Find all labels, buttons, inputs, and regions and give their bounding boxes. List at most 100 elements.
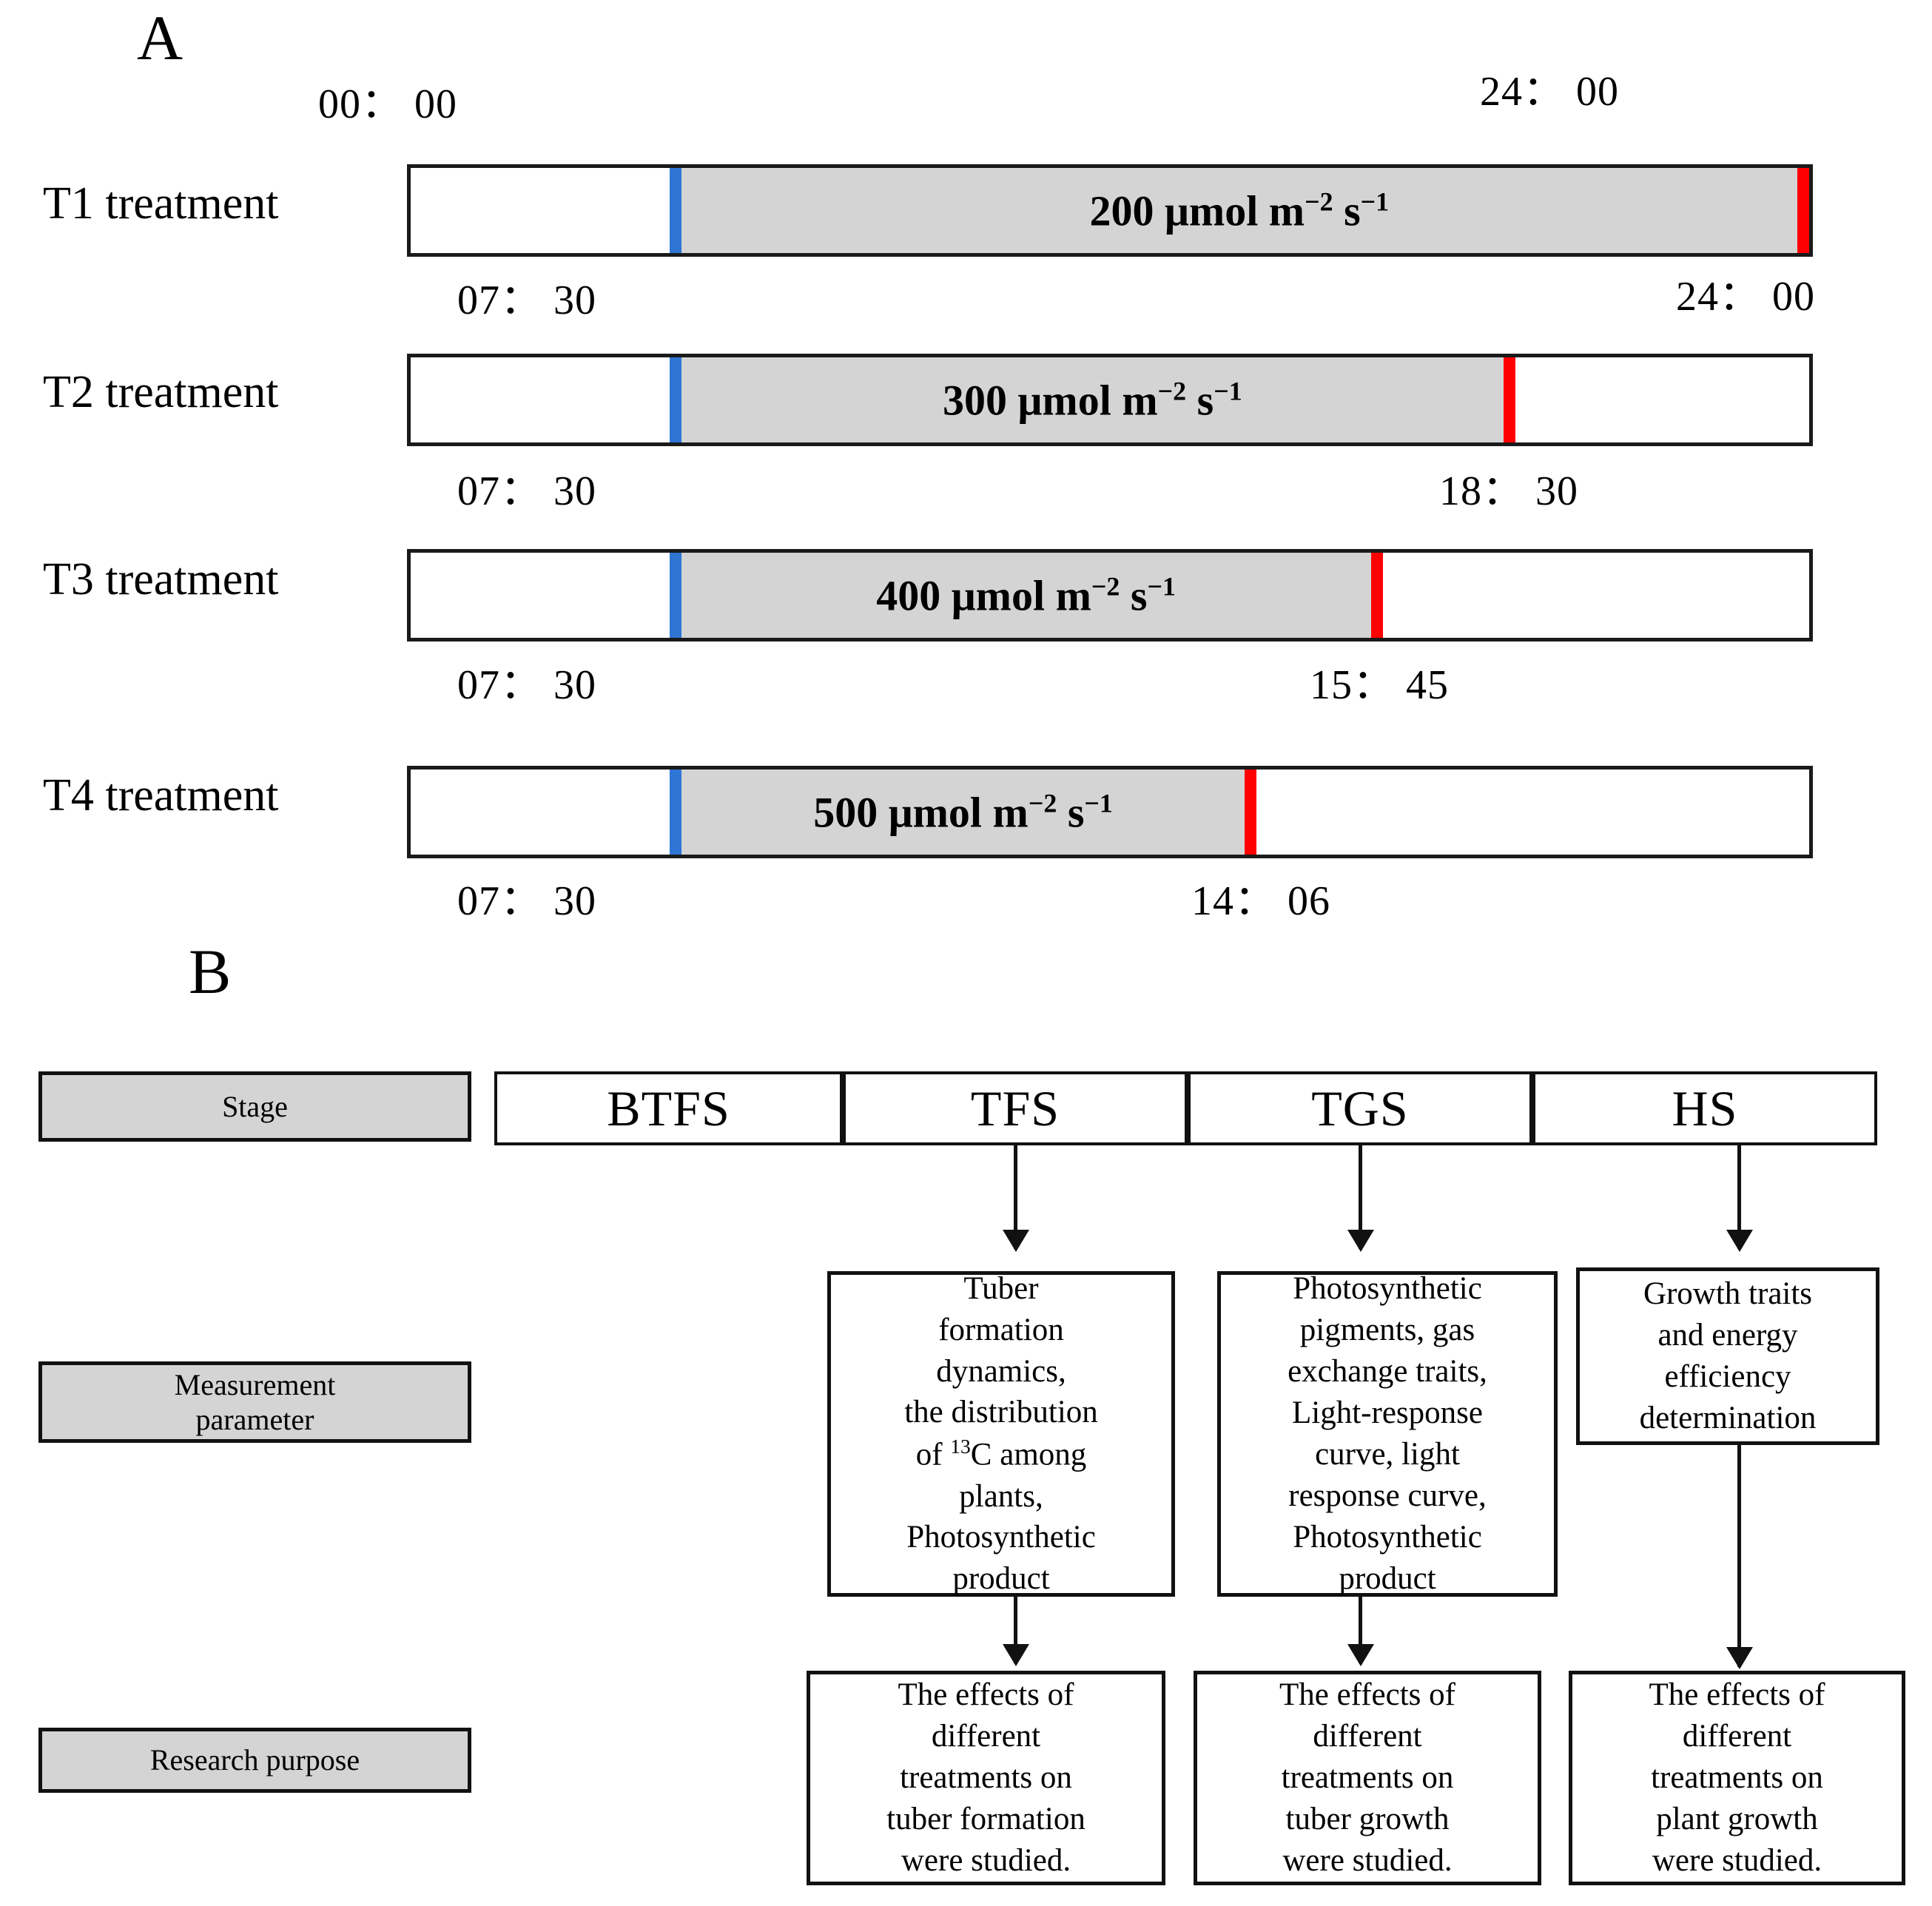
arrow-head-measurement-to-purpose-hs (1726, 1647, 1753, 1669)
light-on-marker-t2 (669, 357, 681, 442)
arrow-head-measurement-to-purpose-tgs (1347, 1644, 1374, 1666)
treatment-bar-t4: 500 μmol m−2 s−1 (407, 766, 1813, 858)
measurement-tfs-line1: Tuber (963, 1270, 1039, 1306)
arrow-head-measurement-to-purpose-tfs (1003, 1644, 1029, 1666)
measurement-tfs-isotope-sup: 13 (950, 1435, 971, 1458)
measurement-tfs-line5-pre: of (915, 1437, 951, 1472)
intensity-sup1-t3: −2 (1091, 570, 1120, 601)
stage-cell-tfs[interactable]: TFS (843, 1071, 1188, 1145)
purpose-tfs-line2: different (931, 1719, 1041, 1754)
row-label-measurement: Measurement parameter (38, 1361, 471, 1443)
treatment-bar-fill-t4 (669, 770, 1257, 855)
light-off-marker-t2 (1504, 357, 1516, 442)
intensity-unit-t2: s (1186, 376, 1214, 425)
measurement-box-hs: Growth traits and energy efficiency dete… (1576, 1267, 1879, 1445)
intensity-sup2-t1: −1 (1360, 186, 1390, 216)
end-time-t2: 18： 30 (1439, 468, 1578, 514)
purpose-tgs-line4: tuber growth (1285, 1801, 1450, 1836)
panel-a-top-right-time: 24： 00 (1480, 69, 1619, 115)
stage-cell-btfs[interactable]: BTFS (494, 1071, 843, 1145)
measurement-tfs-line5: of 13C among (904, 1433, 1098, 1475)
stage-label-tgs: TGS (1311, 1080, 1409, 1136)
measurement-box-tgs: Photosynthetic pigments, gas exchange tr… (1217, 1271, 1558, 1597)
stage-label-tfs: TFS (970, 1080, 1060, 1136)
intensity-value-t1: 200 μmol m (1089, 186, 1305, 235)
purpose-hs-line4: plant growth (1656, 1801, 1818, 1836)
intensity-sup1-t4: −2 (1028, 787, 1057, 818)
treatment-bar-fill-t2 (669, 357, 1516, 442)
treatment-bar-fill-t3 (669, 553, 1383, 638)
light-off-marker-t3 (1370, 553, 1383, 638)
intensity-sup2-t3: −1 (1147, 570, 1176, 601)
measurement-hs-line2: and energy (1657, 1318, 1798, 1353)
purpose-box-tgs: The effects of different treatments on t… (1194, 1671, 1541, 1885)
measurement-tgs-line4: Light-response (1292, 1395, 1483, 1431)
treatment-bar-t2: 300 μmol m−2 s−1 (407, 354, 1813, 446)
stage-cell-tgs[interactable]: TGS (1188, 1071, 1532, 1145)
panel-b-letter: B (189, 936, 232, 1007)
purpose-tfs-line5: were studied. (901, 1842, 1071, 1878)
measurement-tfs-line8: product (952, 1561, 1050, 1597)
measurement-tgs-line3: exchange traits, (1288, 1354, 1487, 1390)
row-label-measurement-line1: Measurement (174, 1367, 336, 1401)
measurement-hs-line4: determination (1639, 1400, 1817, 1435)
arrow-line-stage-to-measurement-hs (1737, 1145, 1741, 1249)
light-on-marker-t3 (669, 553, 681, 638)
treatment-row-label-t3: T3 treatment (43, 554, 279, 605)
intensity-unit-t1: s (1333, 186, 1361, 235)
purpose-hs-line1: The effects of (1649, 1677, 1825, 1713)
arrow-line-measurement-to-purpose-hs (1737, 1445, 1741, 1667)
intensity-sup2-t4: −1 (1084, 787, 1113, 818)
row-label-measurement-line2: parameter (195, 1403, 314, 1436)
purpose-tgs-line2: different (1313, 1719, 1422, 1754)
intensity-unit-t3: s (1120, 571, 1148, 620)
end-time-t4: 14： 06 (1191, 878, 1330, 924)
treatment-row-label-t1: T1 treatment (43, 178, 279, 229)
row-label-stage-text: Stage (222, 1089, 288, 1123)
row-label-purpose: Research purpose (38, 1728, 471, 1793)
arrow-line-measurement-to-purpose-tgs (1359, 1597, 1362, 1663)
arrow-head-stage-to-measurement-tgs (1347, 1230, 1374, 1252)
treatment-bar-t1: 200 μmol m−2 s−1 (407, 164, 1813, 257)
light-off-marker-t4 (1245, 770, 1257, 855)
intensity-value-t3: 400 μmol m (876, 571, 1091, 620)
treatment-intensity-t1: 200 μmol m−2 s−1 (670, 186, 1809, 235)
purpose-tgs-line5: were studied. (1282, 1842, 1453, 1878)
treatment-row-label-t2: T2 treatment (43, 367, 279, 417)
intensity-value-t4: 500 μmol m (813, 788, 1029, 837)
panel-a-letter: A (137, 2, 184, 73)
purpose-tfs-line3: treatments on (900, 1760, 1072, 1796)
purpose-tfs-line1: The effects of (898, 1677, 1074, 1713)
measurement-hs-line1: Growth traits (1643, 1276, 1813, 1312)
arrow-line-measurement-to-purpose-tfs (1014, 1597, 1017, 1663)
measurement-tfs-line6: plants, (959, 1478, 1043, 1514)
measurement-tfs-line2: formation (938, 1312, 1064, 1347)
arrow-line-stage-to-measurement-tgs (1359, 1145, 1362, 1249)
start-time-t1: 07： 30 (457, 277, 596, 323)
intensity-sup2-t2: −1 (1214, 375, 1242, 405)
start-time-t4: 07： 30 (457, 878, 596, 924)
row-label-stage: Stage (38, 1071, 471, 1142)
purpose-tgs-line1: The effects of (1279, 1677, 1455, 1713)
measurement-hs-line3: efficiency (1664, 1359, 1791, 1394)
purpose-tfs-line4: tuber formation (886, 1801, 1086, 1836)
light-off-marker-t1 (1797, 168, 1809, 253)
treatment-intensity-t4: 500 μmol m−2 s−1 (670, 787, 1257, 837)
measurement-box-tfs: Tuber formation dynamics, the distributi… (827, 1271, 1175, 1597)
measurement-tgs-line8: product (1339, 1560, 1436, 1596)
arrow-head-stage-to-measurement-hs (1726, 1230, 1753, 1252)
purpose-tgs-line3: treatments on (1281, 1760, 1454, 1796)
stage-cell-hs[interactable]: HS (1532, 1071, 1877, 1145)
stage-label-btfs: BTFS (607, 1080, 730, 1136)
measurement-tfs-line3: dynamics, (936, 1353, 1066, 1389)
measurement-tgs-line5: curve, light (1315, 1437, 1460, 1472)
arrow-head-stage-to-measurement-tfs (1003, 1230, 1029, 1252)
treatment-intensity-t3: 400 μmol m−2 s−1 (670, 570, 1383, 620)
arrow-line-stage-to-measurement-tfs (1014, 1145, 1017, 1249)
purpose-hs-line5: were studied. (1652, 1842, 1822, 1878)
measurement-tfs-line7: Photosynthetic (906, 1520, 1096, 1555)
measurement-tgs-line7: Photosynthetic (1293, 1519, 1482, 1555)
panel-a-top-left-time: 00： 00 (318, 81, 457, 127)
measurement-tgs-line2: pigments, gas (1299, 1313, 1475, 1348)
purpose-box-tfs: The effects of different treatments on t… (807, 1671, 1165, 1885)
